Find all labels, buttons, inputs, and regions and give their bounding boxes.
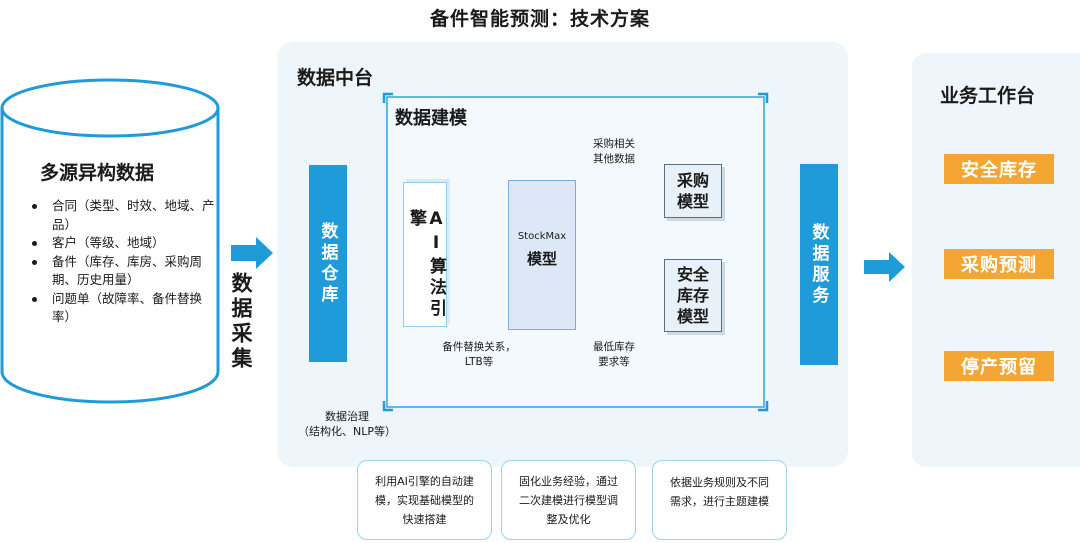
purchase-model-line: 模型 bbox=[676, 192, 709, 211]
data-governance-label: 数据治理 （结构化、NLP等） bbox=[292, 409, 402, 439]
note-line: 依据业务规则及不同 bbox=[670, 476, 769, 489]
note-line: 二次建模进行模型调 bbox=[519, 493, 618, 507]
note-auto-modeling: 利用AI引擎的自动建模，实现基础模型的快速搭建 bbox=[357, 460, 492, 540]
note-secondary-modeling: 固化业务经验，通过二次建模进行模型调整及优化 bbox=[501, 460, 636, 540]
safety-model-line: 安全 bbox=[676, 265, 709, 284]
source-cylinder bbox=[0, 78, 220, 404]
governance-line: （结构化、NLP等） bbox=[298, 425, 396, 438]
ai-engine-box: AI算法引擎 bbox=[403, 182, 447, 327]
stockmax-model-label: 模型 bbox=[526, 250, 557, 268]
cylinder-line: LTB等 bbox=[464, 356, 494, 368]
note-line: 固化业务经验，通过 bbox=[519, 474, 618, 488]
workbench-arrow bbox=[864, 252, 905, 282]
cylinder-line: 要求等 bbox=[598, 356, 630, 368]
note-line: 快速搭建 bbox=[402, 512, 447, 526]
modeling-title: 数据建模 bbox=[395, 108, 467, 129]
source-item: 备件（库存、库房、采购周期、历史用量） bbox=[30, 253, 215, 290]
data-service-bar: 数据服务 bbox=[800, 164, 838, 365]
governance-line: 数据治理 bbox=[325, 410, 369, 423]
collect-arrow bbox=[231, 237, 273, 269]
collect-label: 数据采集 bbox=[229, 272, 253, 372]
note-line: 模，实现基础模型的 bbox=[375, 493, 474, 507]
stockmax-label: StockMax bbox=[517, 231, 567, 242]
purchase-forecast-tag: 采购预测 bbox=[944, 249, 1054, 279]
safety-stock-model-box: 安全库存模型 bbox=[664, 259, 722, 332]
safety-model-line: 模型 bbox=[676, 307, 709, 326]
cylinder-line: 备件替换关系， bbox=[442, 341, 516, 353]
page-title: 备件智能预测：技术方案 bbox=[429, 8, 650, 30]
note-line: 需求，进行主题建模 bbox=[670, 495, 769, 508]
source-item: 合同（类型、时效、地域、产品） bbox=[30, 197, 215, 234]
cylinder-line: 最低库存 bbox=[593, 341, 635, 353]
purchase-model-line: 采购 bbox=[676, 171, 709, 190]
purchase-data-cylinder: 采购相关 其他数据 bbox=[576, 137, 652, 167]
data-platform-title: 数据中台 bbox=[297, 67, 374, 89]
workbench-title: 业务工作台 bbox=[940, 85, 1036, 107]
replacement-cylinder: 备件替换关系， LTB等 bbox=[433, 340, 525, 370]
source-title: 多源异构数据 bbox=[40, 162, 155, 184]
cylinder-line: 其他数据 bbox=[593, 153, 635, 165]
min-stock-cylinder: 最低库存 要求等 bbox=[576, 340, 652, 370]
source-item: 问题单（故障率、备件替换率） bbox=[30, 290, 215, 327]
purchase-model-box: 采购模型 bbox=[664, 164, 722, 218]
stockmax-model-box: StockMax 模型 bbox=[508, 180, 576, 330]
data-warehouse-bar: 数据仓库 bbox=[309, 165, 347, 362]
source-list: 合同（类型、时效、地域、产品） 客户（等级、地域） 备件（库存、库房、采购周期、… bbox=[30, 197, 215, 327]
safety-model-line: 库存 bbox=[676, 286, 709, 305]
note-line: 利用AI引擎的自动建 bbox=[375, 474, 474, 488]
source-item: 客户（等级、地域） bbox=[30, 234, 215, 253]
note-line: 整及优化 bbox=[546, 512, 591, 526]
note-theme-modeling: 依据业务规则及不同需求，进行主题建模 bbox=[652, 460, 787, 540]
safety-stock-tag: 安全库存 bbox=[944, 154, 1054, 184]
cylinder-line: 采购相关 bbox=[593, 138, 635, 150]
discontinuation-reserve-tag: 停产预留 bbox=[944, 351, 1054, 381]
